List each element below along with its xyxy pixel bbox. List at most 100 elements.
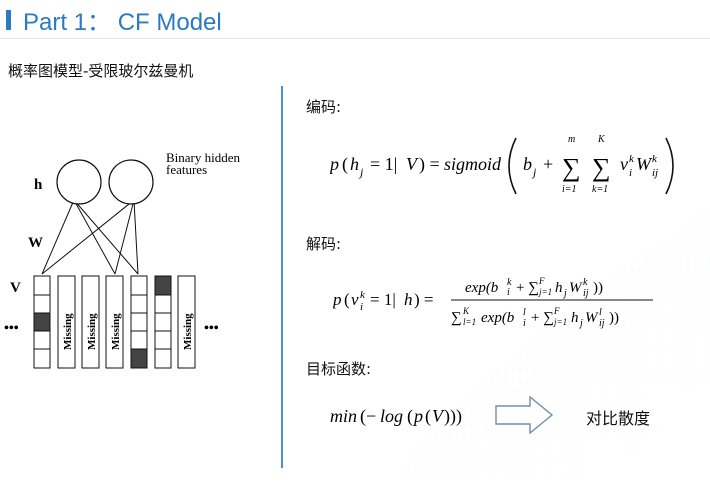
svg-text:) =: ) = — [419, 154, 440, 175]
svg-text:l: l — [599, 307, 602, 318]
svg-text:(: ( — [344, 290, 350, 309]
title-accent-bar — [6, 9, 11, 30]
hidden-caption-line1: Binary hidden — [166, 150, 241, 165]
svg-text:k: k — [583, 277, 588, 288]
svg-text:W: W — [585, 310, 599, 326]
svg-text:k: k — [652, 153, 658, 165]
arrow-icon — [495, 395, 554, 435]
hidden-unit-1 — [56, 159, 102, 205]
svg-text:exp(b: exp(b — [481, 310, 515, 326]
svg-text:m: m — [568, 134, 575, 145]
ellipsis-left: ••• — [4, 321, 19, 336]
svg-text:p: p — [412, 406, 423, 426]
svg-text:i: i — [507, 287, 510, 298]
ellipsis-right: ••• — [204, 321, 219, 336]
svg-text:(−: (− — [360, 406, 376, 427]
visible-column-3 — [154, 275, 172, 369]
svg-text:j: j — [562, 288, 567, 299]
svg-text:j=1: j=1 — [538, 287, 552, 297]
svg-text:W: W — [569, 280, 583, 296]
svg-text:)): )) — [593, 280, 603, 296]
svg-text:k=1: k=1 — [592, 184, 608, 195]
svg-text:))): ))) — [444, 406, 462, 427]
svg-text:W: W — [636, 154, 653, 174]
background-pattern — [390, 210, 710, 480]
svg-text:log: log — [380, 406, 403, 426]
connection-lines — [41, 199, 139, 275]
svg-text:V: V — [432, 406, 445, 426]
svg-text:)): )) — [609, 310, 619, 326]
label-v: V — [10, 280, 21, 296]
missing-column-1 — [57, 275, 76, 369]
svg-text:ij: ij — [599, 318, 605, 329]
svg-text:v: v — [620, 154, 628, 174]
svg-text:l=1: l=1 — [463, 317, 476, 327]
svg-text:(: ( — [425, 406, 431, 427]
svg-text:j: j — [358, 165, 364, 179]
vertical-divider — [281, 86, 283, 468]
slide-title: Part 1： CF Model — [23, 9, 222, 36]
svg-text:k: k — [360, 289, 366, 301]
svg-text:∑: ∑ — [451, 310, 462, 326]
svg-text:= 1|: = 1| — [370, 290, 396, 309]
svg-text:F: F — [538, 276, 545, 286]
label-h: h — [34, 177, 43, 193]
svg-text:F: F — [553, 306, 560, 316]
svg-text:v: v — [351, 290, 359, 309]
svg-text:exp(b: exp(b — [465, 280, 499, 296]
svg-text:j=1: j=1 — [553, 317, 567, 327]
svg-text:sigmoid: sigmoid — [444, 154, 502, 174]
objective-label: 目标函数: — [306, 360, 372, 378]
svg-text:h: h — [350, 154, 359, 174]
decode-label: 解码: — [306, 235, 342, 253]
encode-formula: p ( h j = 1| V ) = sigmoid b j + ∑ ∑ m i… — [330, 134, 674, 195]
contrastive-divergence-label: 对比散度 — [586, 409, 651, 428]
title-bar: Part 1： CF Model — [6, 2, 222, 37]
svg-text:min: min — [330, 406, 357, 426]
missing-column-2 — [81, 275, 100, 369]
svg-text:ij: ij — [652, 167, 658, 179]
hidden-caption-line2: features — [166, 162, 207, 177]
svg-text:(: ( — [342, 154, 348, 175]
svg-text:j: j — [531, 165, 537, 179]
missing-label-1: Missing — [62, 313, 74, 350]
svg-text:K: K — [597, 134, 606, 145]
svg-text:V: V — [406, 154, 419, 174]
svg-text:+ ∑: + ∑ — [531, 310, 554, 326]
svg-text:k: k — [507, 277, 512, 288]
visible-column-1 — [33, 275, 51, 369]
svg-text:i: i — [629, 167, 632, 179]
svg-text:k: k — [629, 153, 635, 165]
svg-text:) =: ) = — [414, 290, 434, 309]
hidden-unit-2 — [108, 159, 154, 205]
svg-text:K: K — [462, 306, 470, 316]
label-w: W — [28, 235, 43, 251]
missing-label-2: Missing — [86, 313, 98, 350]
svg-text:p: p — [333, 290, 342, 309]
rbm-diagram: h W V Binary hidden features Missing Mis… — [4, 150, 241, 369]
svg-text:p: p — [330, 154, 339, 174]
missing-label-3: Missing — [110, 313, 122, 350]
visible-column-2 — [130, 275, 148, 369]
svg-text:i=1: i=1 — [562, 184, 577, 195]
objective-formula: min (− log ( p ( V ))) — [330, 406, 462, 427]
svg-text:= 1|: = 1| — [370, 154, 397, 174]
svg-text:+ ∑: + ∑ — [516, 280, 539, 296]
decode-formula: p ( v k i = 1| h ) = exp(b k i + ∑ F j=1… — [333, 276, 653, 329]
svg-text:∑: ∑ — [562, 153, 581, 182]
svg-text:ij: ij — [583, 288, 589, 299]
svg-text:h: h — [404, 290, 413, 309]
slide-subtitle: 概率图模型-受限玻尔兹曼机 — [8, 62, 194, 80]
missing-label-4: Missing — [182, 313, 194, 350]
svg-text:(: ( — [407, 406, 413, 427]
title-rule — [0, 38, 710, 39]
encode-label: 编码: — [306, 98, 342, 116]
svg-text:b: b — [523, 154, 532, 174]
svg-text:i: i — [360, 301, 363, 313]
svg-text:∑: ∑ — [592, 153, 611, 182]
missing-column-3 — [105, 275, 124, 369]
svg-text:h: h — [555, 280, 563, 296]
svg-text:h: h — [571, 310, 579, 326]
missing-column-4 — [177, 275, 196, 369]
svg-text:+: + — [543, 154, 553, 174]
